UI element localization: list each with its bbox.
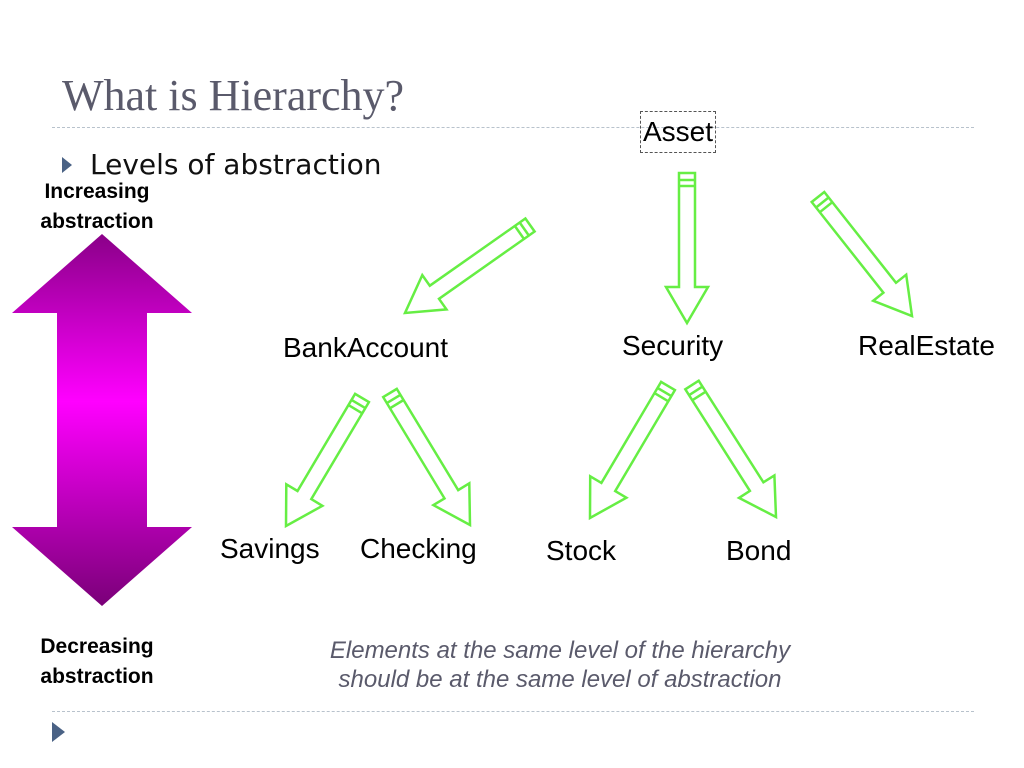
- bullet-triangle-icon: [62, 156, 72, 173]
- hierarchy-arrows: [284, 171, 914, 529]
- node-realestate: RealEstate: [858, 330, 995, 361]
- abstraction-line-bottom: abstraction: [40, 665, 154, 688]
- bankaccount-to-savings-tail-stripe: [347, 404, 363, 415]
- node-savings: Savings: [220, 533, 320, 564]
- decreasing-line: Decreasing: [40, 635, 154, 658]
- caption-line-2: should be at the same level of abstracti…: [338, 666, 782, 693]
- bullet-item: Levels of abstraction: [62, 148, 381, 181]
- increasing-line: Increasing: [44, 180, 150, 203]
- node-bond: Bond: [726, 535, 792, 566]
- caption: Elements at the same level of the hierar…: [250, 636, 870, 694]
- bullet-text: Levels of abstraction: [90, 148, 382, 181]
- footer-divider: [52, 711, 974, 712]
- increasing-abstraction-label: Increasing abstraction: [22, 177, 172, 237]
- asset-to-bankaccount-tail-stripe: [518, 221, 530, 237]
- security-to-bond-tail-stripe: [688, 385, 704, 397]
- bankaccount-to-checking-arrow-icon: [381, 387, 472, 528]
- bankaccount-to-checking-tail-stripe: [386, 393, 402, 405]
- caption-line-1: Elements at the same level of the hierar…: [329, 637, 791, 664]
- decreasing-abstraction-label: Decreasing abstraction: [22, 632, 172, 692]
- slide-title: What is Hierarchy?: [62, 71, 405, 120]
- node-stock: Stock: [546, 535, 617, 566]
- node-bankaccount: BankAccount: [283, 332, 448, 363]
- asset-to-security-arrow-icon: [663, 171, 711, 326]
- title-divider: [52, 127, 974, 128]
- asset-to-realestate-arrow-icon: [809, 190, 914, 318]
- security-to-stock-arrow-icon: [588, 380, 677, 521]
- node-checking: Checking: [360, 533, 477, 564]
- security-to-stock-tail-stripe: [653, 392, 669, 403]
- asset-to-bankaccount-tail-stripe: [513, 225, 526, 240]
- node-asset: Asset: [640, 111, 717, 153]
- asset-to-bankaccount-arrow-icon: [402, 216, 537, 315]
- asset-to-realestate-tail-stripe: [815, 196, 830, 209]
- bankaccount-to-checking-tail-stripe: [389, 398, 405, 410]
- node-security: Security: [622, 330, 724, 361]
- abstraction-line-top: abstraction: [40, 210, 154, 233]
- footer-triangle-icon: [52, 722, 65, 742]
- bankaccount-to-savings-arrow-icon: [284, 392, 371, 529]
- security-to-bond-tail-stripe: [691, 390, 707, 402]
- security-to-stock-tail-stripe: [656, 386, 672, 398]
- asset-to-realestate-tail-stripe: [819, 201, 834, 214]
- security-to-bond-arrow-icon: [683, 378, 778, 520]
- bankaccount-to-savings-tail-stripe: [350, 398, 366, 410]
- abstraction-double-arrow-icon: [12, 234, 192, 606]
